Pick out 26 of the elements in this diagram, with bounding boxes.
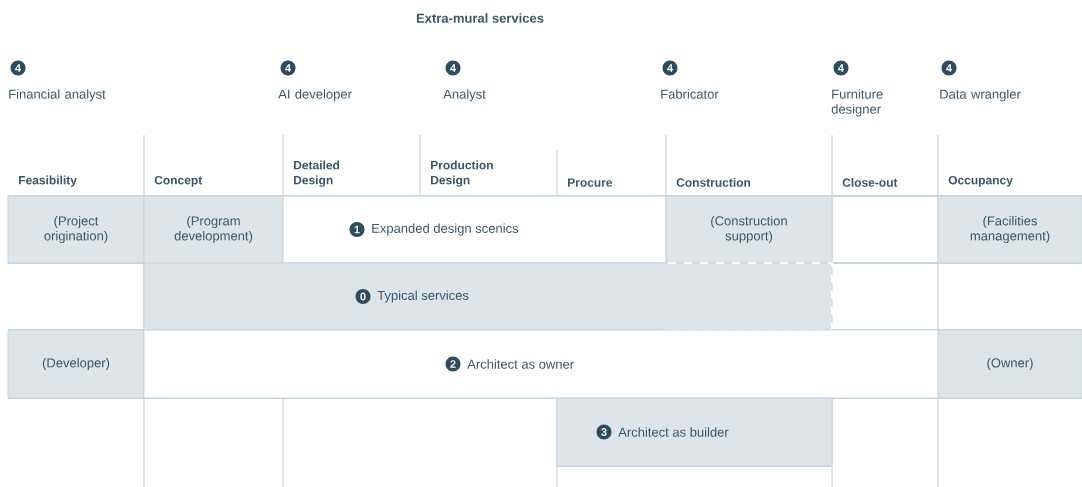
service-cell: (Owner) [937,329,1082,399]
role-label: Data wrangler [940,89,1021,102]
service-cell: (Construction support) [665,195,833,264]
service-band: 3 Architect as builder [556,397,833,467]
role-label: Financial analyst [9,89,106,102]
service-cell: (Developer) [7,329,145,399]
phase-header: Concept [154,175,203,187]
number-badge: 4 [941,60,957,76]
service-band: 2 Architect as owner [143,329,939,399]
title: Extra-mural services [416,13,544,23]
service-band: 1 Expanded design scenics [282,195,667,264]
number-badge: 4 [10,60,26,76]
service-cell: (Project origination) [7,195,145,264]
phase-header: Construction [676,178,751,187]
role-label: Analyst [443,89,486,102]
role-label: Fabricator [661,89,719,99]
phase-header: Detailed Design [294,160,340,187]
number-badge: 4 [833,60,849,76]
service-cell: (Facilities management) [937,195,1082,264]
phase-header: Close-out [842,178,898,187]
role-label: Furniture designer [831,89,883,117]
role-label: AI developer [278,89,352,102]
number-badge: 4 [662,60,678,76]
number-badge: 4 [445,60,461,76]
service-cell: (Program development) [143,195,284,264]
number-badge: 4 [280,60,296,76]
